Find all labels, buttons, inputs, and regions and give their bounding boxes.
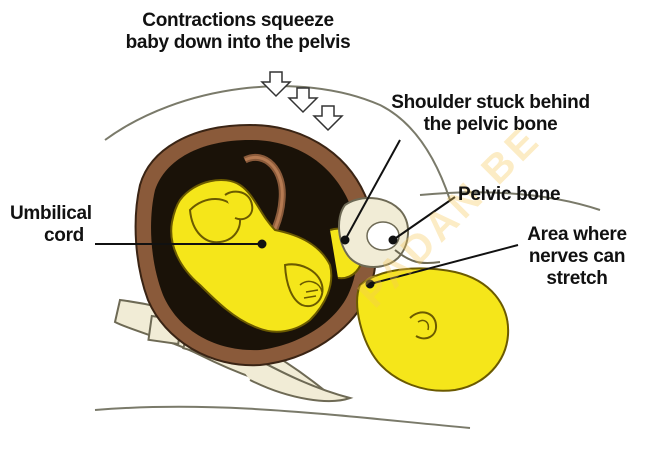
body-outline-lower [95,407,470,428]
label-umbilical: Umbilical cord [10,203,92,247]
leader-nerves-dot [367,281,374,288]
leader-umbilical-dot [259,241,266,248]
label-contractions-line1: Contractions squeeze [88,10,388,32]
arrow-down-3 [314,106,342,130]
contraction-arrows [262,72,342,130]
arrow-down-1 [262,72,290,96]
label-shoulder-line2: the pelvic bone [368,114,613,136]
label-contractions: Contractions squeeze baby down into the … [88,10,388,54]
label-shoulder: Shoulder stuck behind the pelvic bone [368,92,613,136]
label-shoulder-line1: Shoulder stuck behind [368,92,613,114]
leader-pelvic-bone-dot [390,237,397,244]
label-nerves: Area where nerves can stretch [512,224,642,290]
label-nerves-line3: stretch [512,268,642,290]
label-nerves-line1: Area where [512,224,642,246]
label-umbilical-line1: Umbilical [10,203,92,225]
arrow-down-2 [289,88,317,112]
label-nerves-line2: nerves can [512,246,642,268]
label-contractions-line2: baby down into the pelvis [88,32,388,54]
baby-head [357,268,508,390]
label-pelvic-bone: Pelvic bone [458,184,560,206]
label-umbilical-line2: cord [10,225,92,247]
label-pelvic-bone-text: Pelvic bone [458,184,560,206]
leader-shoulder-dot [342,237,349,244]
